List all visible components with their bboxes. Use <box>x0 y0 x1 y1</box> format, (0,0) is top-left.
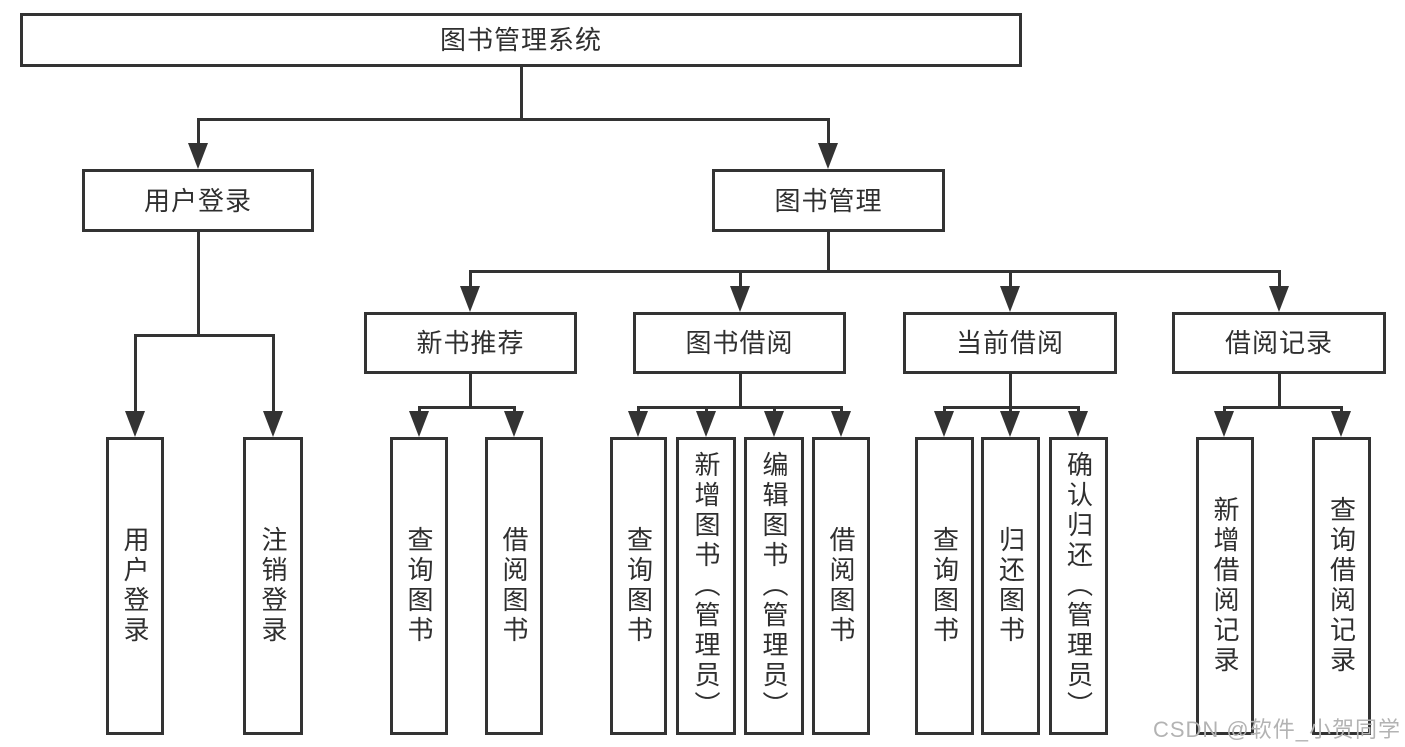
node-edit-books-admin: 编辑图书（管理员） <box>744 437 804 735</box>
node-query-borrow-record: 查询借阅记录 <box>1312 437 1371 735</box>
node-label-logout-leaf: 注销登录 <box>258 526 288 646</box>
node-query-books-borrow: 查询图书 <box>610 437 667 735</box>
node-label-root: 图书管理系统 <box>439 25 602 55</box>
node-confirm-return-admin: 确认归还（管理员） <box>1049 437 1108 735</box>
node-label-add-books-admin: 新增图书（管理员） <box>691 451 721 721</box>
connector-stem-root <box>519 67 523 119</box>
arrow-down-icon <box>1331 411 1351 437</box>
node-label-query-books-current: 查询图书 <box>929 526 960 646</box>
arrow-down-icon <box>188 143 208 169</box>
node-current-borrowing: 当前借阅 <box>903 312 1117 374</box>
arrow-down-icon <box>409 411 429 437</box>
node-root: 图书管理系统 <box>20 13 1022 67</box>
arrow-down-icon <box>696 411 716 437</box>
arrow-down-icon <box>818 143 838 169</box>
node-label-query-books-borrow: 查询图书 <box>623 526 654 646</box>
node-label-query-books-recommend: 查询图书 <box>404 526 434 646</box>
node-borrow-books-borrow: 借阅图书 <box>812 437 870 735</box>
node-label-confirm-return-admin: 确认归还（管理员） <box>1063 451 1094 721</box>
connector-stem-borrowing-records <box>1277 374 1281 407</box>
arrow-down-icon <box>1000 286 1020 312</box>
connector-stem-book-management <box>826 232 830 271</box>
arrow-down-icon <box>1269 286 1289 312</box>
connector-drop-user-login <box>133 335 137 429</box>
arrow-down-icon <box>934 411 954 437</box>
node-label-borrow-books-borrow: 借阅图书 <box>826 526 856 646</box>
node-add-borrow-record: 新增借阅记录 <box>1196 437 1254 735</box>
arrow-down-icon <box>263 411 283 437</box>
node-label-user-login: 用户登录 <box>143 185 252 216</box>
arrow-down-icon <box>504 411 524 437</box>
node-label-book-management: 图书管理 <box>774 185 883 216</box>
node-logout-leaf: 注销登录 <box>243 437 303 735</box>
arrow-down-icon <box>831 411 851 437</box>
arrow-down-icon <box>628 411 648 437</box>
connector-bus-new-book-recommend <box>417 405 516 409</box>
arrow-down-icon <box>730 286 750 312</box>
node-label-user-login-leaf: 用户登录 <box>120 526 150 646</box>
connector-bus-borrowing-records <box>1222 405 1343 409</box>
arrow-down-icon <box>125 411 145 437</box>
node-label-add-borrow-record: 新增借阅记录 <box>1210 496 1240 676</box>
arrow-down-icon <box>1068 411 1088 437</box>
arrow-down-icon <box>764 411 784 437</box>
node-label-query-borrow-record: 查询借阅记录 <box>1326 496 1357 676</box>
connector-stem-new-book-recommend <box>468 374 472 407</box>
node-new-book-recommend: 新书推荐 <box>364 312 577 374</box>
node-label-borrowing-records: 借阅记录 <box>1224 328 1333 358</box>
node-label-new-book-recommend: 新书推荐 <box>416 328 525 358</box>
node-label-edit-books-admin: 编辑图书（管理员） <box>759 451 789 721</box>
connector-bus-user-login <box>133 333 275 337</box>
node-query-books-current: 查询图书 <box>915 437 974 735</box>
connector-stem-book-borrowing <box>738 374 742 407</box>
node-book-management: 图书管理 <box>712 169 945 232</box>
arrow-down-icon <box>1214 411 1234 437</box>
node-label-current-borrowing: 当前借阅 <box>955 328 1064 358</box>
node-return-books: 归还图书 <box>981 437 1040 735</box>
node-book-borrowing: 图书借阅 <box>633 312 846 374</box>
node-borrow-books-recommend: 借阅图书 <box>485 437 543 735</box>
watermark: CSDN @软件_小贺同学 <box>1152 717 1401 742</box>
connector-stem-user-login <box>196 232 200 335</box>
node-add-books-admin: 新增图书（管理员） <box>676 437 736 735</box>
connector-stem-current-borrowing <box>1008 374 1012 407</box>
node-user-login: 用户登录 <box>82 169 314 232</box>
arrow-down-icon <box>460 286 480 312</box>
node-query-books-recommend: 查询图书 <box>390 437 448 735</box>
node-borrowing-records: 借阅记录 <box>1172 312 1386 374</box>
node-label-return-books: 归还图书 <box>995 526 1026 646</box>
connector-bus-root <box>196 117 830 121</box>
node-label-book-borrowing: 图书借阅 <box>685 328 794 358</box>
connector-bus-book-management <box>468 269 1281 273</box>
arrow-down-icon <box>1000 411 1020 437</box>
connector-drop-root <box>196 119 200 161</box>
node-user-login-leaf: 用户登录 <box>106 437 164 735</box>
connector-drop-user-login <box>271 335 275 429</box>
node-label-borrow-books-recommend: 借阅图书 <box>499 526 529 646</box>
connector-drop-root <box>826 119 830 161</box>
connector-bus-book-borrowing <box>636 405 843 409</box>
